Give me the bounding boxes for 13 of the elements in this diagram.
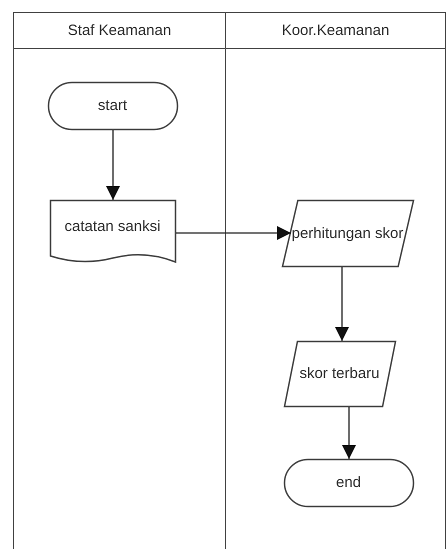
- arrow: [106, 130, 120, 200]
- arrow: [335, 267, 349, 341]
- swimlane: [225, 12, 446, 549]
- lane-header: Koor.Keamanan: [226, 13, 445, 49]
- arrow: [342, 407, 356, 459]
- lane-header: Staf Keamanan: [14, 13, 225, 49]
- arrow: [176, 226, 292, 240]
- node-label: start: [96, 97, 128, 114]
- swimlane: [13, 12, 226, 549]
- node-label: skor terbaru: [298, 365, 381, 382]
- node-label: perhitungan skor: [290, 224, 404, 242]
- node-label: catatan sanksi: [64, 218, 162, 235]
- node-label: end: [334, 474, 362, 491]
